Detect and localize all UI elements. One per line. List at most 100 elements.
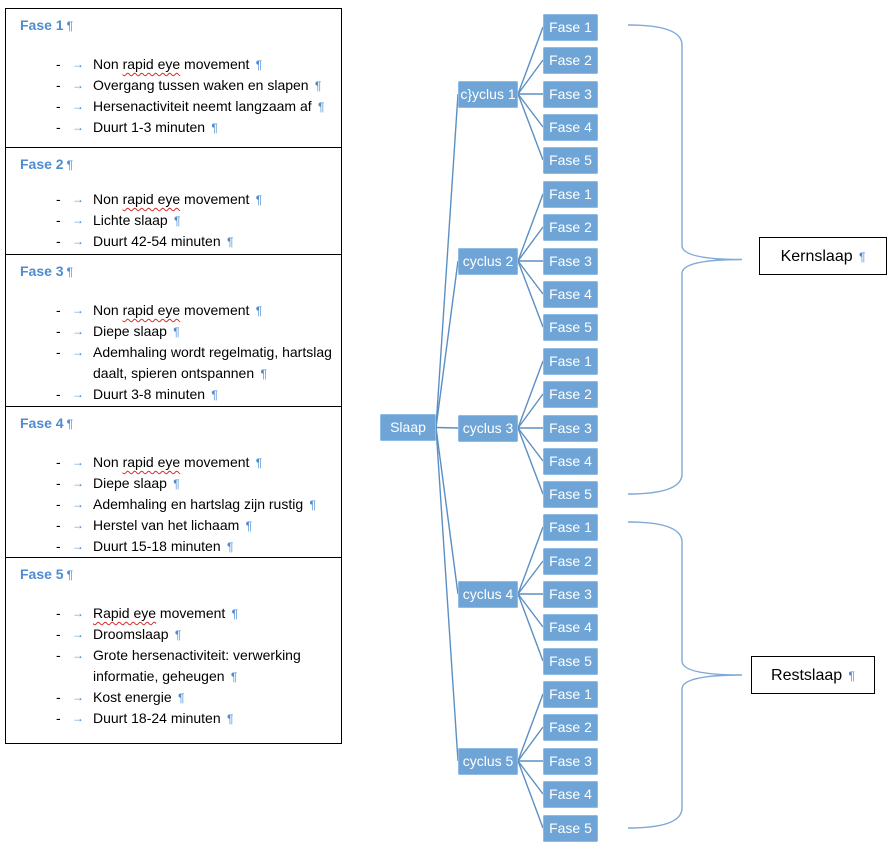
pilcrow-mark: ¶ [306, 498, 316, 512]
pilcrow-mark: ¶ [223, 235, 234, 249]
phase-title: Fase 2¶ [20, 156, 73, 172]
bullet-dash: - [56, 517, 61, 533]
fase-node: Fase 3 [543, 747, 598, 775]
phase-list-item: -→Duurt 3-8 minuten ¶ [56, 384, 336, 406]
restslaap-brace [627, 521, 743, 829]
fase-node: Fase 5 [543, 814, 598, 842]
list-item-text: Kost energie ¶ [93, 687, 336, 709]
phase-list-item: -→Herstel van het lichaam ¶ [56, 515, 336, 537]
bullet-dash: - [56, 605, 61, 621]
connector-cycle-to-fase [517, 193, 544, 262]
kernslaap-label: Kernslaap ¶ [759, 237, 887, 275]
list-item-text: Duurt 15-18 minuten ¶ [93, 536, 336, 558]
connector-cycle-to-fase [517, 560, 544, 595]
tab-arrow-icon: → [72, 57, 84, 71]
pilcrow-mark: ¶ [855, 250, 866, 264]
root-node: Slaap [380, 414, 436, 441]
list-item-text: Duurt 3-8 minuten ¶ [93, 384, 336, 406]
connector-cycle-to-fase [517, 360, 544, 429]
tab-arrow-icon: → [72, 627, 84, 641]
bullet-dash: - [56, 98, 61, 114]
phase-list-item: -→ Hersenactiviteit neemt langzaam af ¶ [56, 96, 336, 118]
pilcrow-mark: ¶ [208, 121, 218, 135]
bullet-dash: - [56, 626, 61, 642]
spellcheck-text: rapid eye [122, 454, 181, 470]
connector-root-to-cycle [435, 426, 459, 429]
bullet-dash: - [56, 647, 61, 663]
bullet-dash: - [56, 56, 61, 72]
pilcrow-mark: ¶ [223, 540, 234, 554]
text-part: movement [180, 191, 250, 207]
text-part: Diepe slaap [93, 323, 167, 339]
pilcrow-mark: ¶ [169, 477, 180, 491]
phase-panel-1: Fase 1¶-→Non rapid eye movement ¶-→Overg… [5, 8, 342, 148]
phase-list-item: -→ Ademhaling wordt regelmatig, hartslag … [56, 342, 336, 385]
connector-cycle-to-fase [517, 93, 544, 161]
pilcrow-mark: ¶ [208, 388, 218, 402]
phase-list-item: -→Non rapid eye movement ¶ [56, 452, 336, 474]
phase-list-item: -→Kost energie ¶ [56, 687, 336, 709]
fase-node: Fase 3 [543, 414, 598, 442]
fase-node: Fase 2 [543, 380, 598, 408]
fase-node: Fase 3 [543, 80, 598, 108]
pilcrow-mark: ¶ [227, 670, 238, 684]
connector-root-to-cycle [435, 260, 459, 428]
list-item-text: Hersenactiviteit neemt langzaam af ¶ [93, 96, 336, 118]
spellcheck-text: rapid eye [122, 56, 181, 72]
cycle-node: cyclus 5 [458, 747, 518, 775]
connector-cycle-to-fase [517, 93, 544, 128]
phase-list-item: -→Non rapid eye movement ¶ [56, 300, 336, 322]
tab-arrow-icon: → [72, 99, 84, 113]
pilcrow-mark: ¶ [170, 214, 181, 228]
bullet-dash: - [56, 475, 61, 491]
phase-list-item: -→Duurt 1-3 minuten ¶ [56, 117, 336, 139]
text-part: Lichte slaap [93, 212, 168, 228]
connector-cycle-to-fase [517, 59, 544, 95]
tab-arrow-icon: → [72, 345, 84, 359]
bullet-dash: - [56, 302, 61, 318]
phase-list-item: -→ Droomslaap ¶ [56, 624, 336, 646]
text-part: Ademhaling wordt regelmatig, hartslag da… [93, 344, 332, 381]
text-part: Kost energie [93, 689, 172, 705]
text-part: movement [180, 56, 250, 72]
bullet-dash: - [56, 77, 61, 93]
pilcrow-mark: ¶ [66, 568, 74, 582]
pilcrow-mark: ¶ [242, 519, 253, 533]
tab-arrow-icon: → [72, 234, 84, 248]
text-part: Non [93, 302, 123, 318]
phase-panel-3: Fase 3¶-→Non rapid eye movement ¶-→Diepe… [5, 254, 342, 407]
connector-cycle-to-fase [517, 693, 544, 762]
connector-root-to-cycle [435, 93, 459, 428]
text-part: Diepe slaap [93, 475, 167, 491]
cycle-node: cyclus 4 [458, 580, 518, 608]
list-item-text: Grote hersenactiviteit: verwerking infor… [93, 645, 336, 688]
connector-cycle-to-fase [517, 526, 544, 595]
list-item-text: Ademhaling wordt regelmatig, hartslag da… [93, 342, 336, 385]
list-item-text: Droomslaap ¶ [93, 624, 336, 646]
bullet-dash: - [56, 538, 61, 554]
connector-cycle-to-fase [517, 593, 544, 628]
list-item-text: Ademhaling en hartslag zijn rustig ¶ [93, 494, 336, 516]
text-part: Grote hersenactiviteit: verwerking infor… [93, 647, 301, 684]
phase-title-text: Fase 4 [20, 415, 64, 431]
phase-list-item: -→Grote hersenactiviteit: verwerking inf… [56, 645, 336, 688]
spellcheck-text: rapid eye [122, 302, 181, 318]
fase-node: Fase 5 [543, 647, 598, 675]
tab-arrow-icon: → [72, 497, 84, 511]
phase-list-item: -→Non rapid eye movement ¶ [56, 189, 336, 211]
bullet-dash: - [56, 344, 61, 360]
cycle-node: cyclus 3 [458, 414, 518, 442]
connector-cycle-to-fase [517, 26, 544, 95]
pilcrow-mark: ¶ [257, 367, 267, 381]
fase-node: Fase 4 [543, 447, 598, 475]
text-part: Hersenactiviteit neemt langzaam af [93, 98, 312, 114]
list-item-text: Lichte slaap ¶ [93, 210, 336, 232]
phase-title-text: Fase 5 [20, 566, 64, 582]
bullet-dash: - [56, 191, 61, 207]
connector-cycle-to-fase [517, 760, 544, 829]
bullet-dash: - [56, 454, 61, 470]
tab-arrow-icon: → [72, 606, 84, 620]
list-item-text: Duurt 42-54 minuten ¶ [93, 231, 336, 253]
text-part: movement [156, 605, 226, 621]
